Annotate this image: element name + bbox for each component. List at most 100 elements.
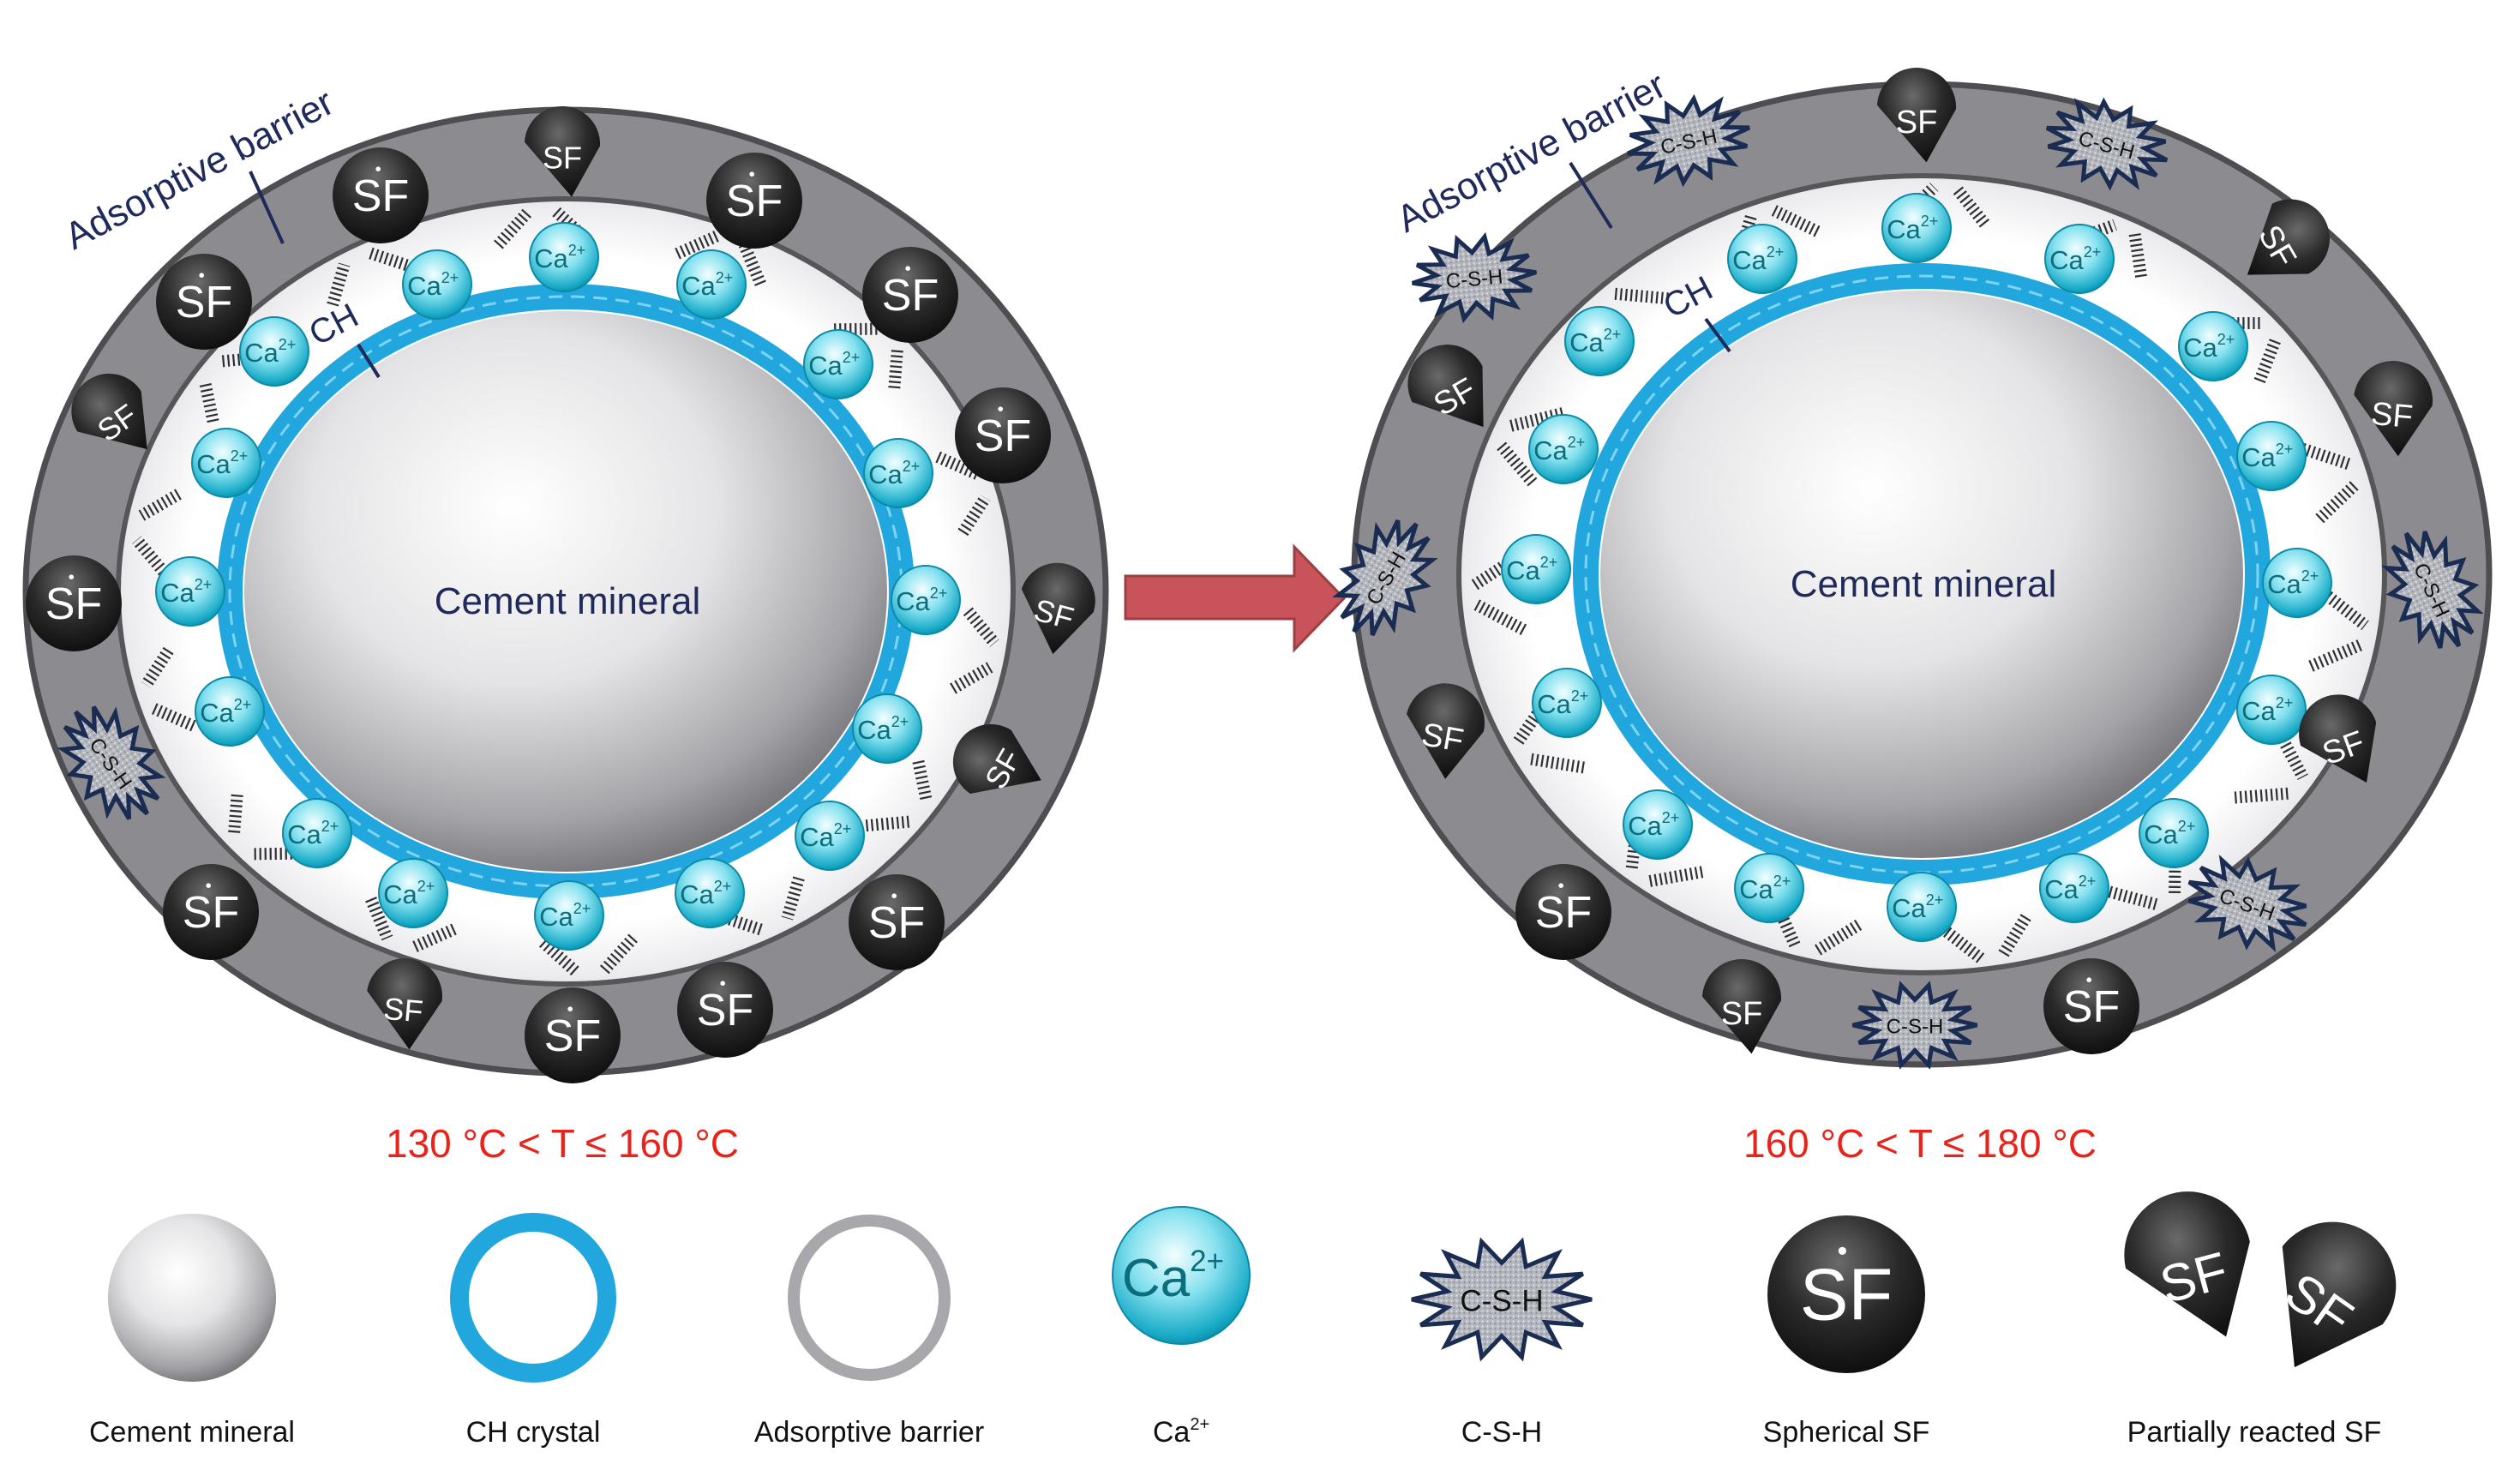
right-ca-ion-14-label-base: Ca bbox=[1892, 893, 1926, 923]
left-sf-sphere-6-label: SF bbox=[183, 888, 239, 938]
right-ca-ion-12: Ca2+ bbox=[2139, 799, 2208, 867]
left-ca-ion-0-label-sup: 2+ bbox=[441, 269, 459, 286]
left-sf-sphere-0: SF bbox=[333, 147, 429, 243]
right-ca-ion-1: Ca2+ bbox=[1882, 194, 1951, 262]
right-ca-ion-3-label-base: Ca bbox=[1569, 327, 1604, 357]
left-ca-ion-4: Ca2+ bbox=[804, 330, 873, 399]
left-sf-sphere-8-label: SF bbox=[544, 1011, 601, 1061]
right-sf-partial-3-label: SF bbox=[2369, 396, 2414, 435]
left-sf-sphere-3: SF bbox=[862, 247, 958, 343]
legend-spherical-sf-icon: SF bbox=[1767, 1215, 1925, 1373]
right-ca-ion-12-label-sup: 2+ bbox=[2178, 818, 2196, 835]
right-sf-sphere-0-label: SF bbox=[1535, 888, 1592, 938]
left-ca-ion-13: Ca2+ bbox=[379, 859, 447, 927]
legend-adsorptive-barrier-label: Adsorptive barrier bbox=[754, 1416, 984, 1449]
left-ca-ion-12-label-sup: 2+ bbox=[834, 820, 852, 837]
left-ca-ion-3-label-sup: 2+ bbox=[279, 336, 297, 353]
right-panel: Cement mineral Ca2+Ca2+Ca2+Ca2+Ca2+Ca2+C… bbox=[1320, 64, 2495, 1166]
left-sf-sphere-7: SF bbox=[849, 874, 945, 970]
legend-cement-mineral-label: Cement mineral bbox=[89, 1416, 295, 1449]
right-sf-sphere-0: SF bbox=[1515, 864, 1611, 960]
right-ca-ion-5-label-base: Ca bbox=[1533, 435, 1568, 465]
left-ca-ion-6-label-sup: 2+ bbox=[903, 458, 921, 475]
legend-ca-ion: Ca2+ bbox=[1113, 1207, 1250, 1344]
right-ca-ion-7: Ca2+ bbox=[1502, 535, 1570, 603]
right-ca-ion-6-label-sup: 2+ bbox=[2276, 441, 2294, 458]
right-ca-ion-13-label-base: Ca bbox=[1739, 874, 1773, 904]
right-ca-ion-7-label-sup: 2+ bbox=[1540, 554, 1558, 571]
left-ca-ion-3: Ca2+ bbox=[240, 317, 309, 386]
legend-csh-icon: C-S-H bbox=[1412, 1242, 1592, 1357]
legend-partially-reacted-sf-label: Partially reacted SF bbox=[2127, 1416, 2382, 1449]
left-ca-ion-15-label-base: Ca bbox=[680, 879, 714, 909]
left-ca-ion-14: Ca2+ bbox=[535, 881, 603, 950]
right-csh-2-label: C-S-H bbox=[1445, 265, 1504, 293]
right-csh-6-label: C-S-H bbox=[1887, 1015, 1944, 1038]
right-sf-sphere-1-label: SF bbox=[2063, 982, 2120, 1032]
right-ca-ion-11: Ca2+ bbox=[1623, 790, 1692, 859]
legend-csh: C-S-H bbox=[1412, 1242, 1592, 1357]
left-sf-partial-0-label: SF bbox=[543, 141, 582, 176]
right-ca-ion-9-label-base: Ca bbox=[1537, 689, 1571, 719]
right-ca-ion-11-label-base: Ca bbox=[1628, 811, 1662, 841]
right-ca-ion-3-label-sup: 2+ bbox=[1604, 326, 1622, 343]
left-ca-ion-14-label-base: Ca bbox=[539, 902, 573, 932]
left-ca-ion-11: Ca2+ bbox=[283, 799, 351, 867]
legend-sf-sphere-label: SF bbox=[1800, 1254, 1893, 1335]
left-ca-ion-7-label-base: Ca bbox=[160, 578, 195, 608]
right-ca-ion-0: Ca2+ bbox=[1728, 225, 1797, 293]
right-ca-ion-4: Ca2+ bbox=[2179, 312, 2247, 381]
left-sf-sphere-9: SF bbox=[677, 962, 773, 1058]
legend-ca-ion-label-base: Ca bbox=[1122, 1249, 1191, 1308]
left-sf-sphere-3-label: SF bbox=[882, 271, 939, 321]
left-sf-sphere-0-label: SF bbox=[352, 171, 409, 221]
right-ca-ion-2-label-base: Ca bbox=[2049, 245, 2084, 275]
left-ca-ion-8-label-sup: 2+ bbox=[930, 585, 948, 602]
left-core-label: Cement mineral bbox=[435, 580, 701, 622]
left-sf-sphere-1-label: SF bbox=[726, 177, 783, 226]
left-ca-ion-1: Ca2+ bbox=[530, 223, 598, 291]
legend-ch-crystal-label: CH crystal bbox=[466, 1416, 601, 1449]
left-sf-sphere-2-label: SF bbox=[176, 278, 232, 327]
left-ca-ion-2: Ca2+ bbox=[677, 250, 746, 319]
left-ca-ion-15-label-sup: 2+ bbox=[714, 878, 732, 895]
left-ca-ion-10-label-base: Ca bbox=[857, 715, 891, 745]
left-sf-partial-4-label: SF bbox=[382, 991, 424, 1029]
left-ca-ion-5: Ca2+ bbox=[192, 429, 261, 497]
transition-arrow bbox=[1125, 547, 1344, 650]
right-ca-ion-14: Ca2+ bbox=[1887, 873, 1956, 941]
left-ca-ion-13-label-base: Ca bbox=[383, 879, 417, 909]
left-panel: Cement mineral Ca2+Ca2+Ca2+Ca2+Ca2+Ca2+C… bbox=[26, 81, 1106, 1166]
right-ca-ion-15-label-sup: 2+ bbox=[2079, 873, 2097, 890]
legend-ca-ion-label-sup: 2+ bbox=[1190, 1245, 1224, 1278]
legend-sf-sphere: SF bbox=[1767, 1215, 1925, 1373]
left-ca-ion-13-label-sup: 2+ bbox=[417, 878, 435, 895]
left-ca-ion-7: Ca2+ bbox=[156, 557, 225, 626]
legend-csh-label: C-S-H bbox=[1460, 1284, 1543, 1317]
left-sf-sphere-4-label: SF bbox=[975, 411, 1031, 461]
left-sf-sphere-6: SF bbox=[163, 864, 259, 960]
left-ca-ion-9-label-base: Ca bbox=[200, 698, 234, 728]
right-ca-ion-5-label-sup: 2+ bbox=[1568, 434, 1586, 451]
left-ca-ion-5-label-sup: 2+ bbox=[231, 447, 249, 465]
legend-sf-partial-left: SF bbox=[2110, 1178, 2272, 1358]
left-ca-ion-8-label-base: Ca bbox=[896, 586, 930, 616]
left-ca-ion-9-label-sup: 2+ bbox=[234, 696, 252, 713]
left-condition-label: 130 °C < T ≤ 160 °C bbox=[386, 1121, 739, 1166]
left-ca-ion-10: Ca2+ bbox=[853, 694, 921, 763]
legend-ca-caption: Ca2+ bbox=[1153, 1415, 1209, 1449]
legend-ca-icon: Ca2+ bbox=[1113, 1207, 1250, 1344]
left-ca-ion-0-label-base: Ca bbox=[407, 271, 441, 301]
right-ca-ion-7-label-base: Ca bbox=[1506, 555, 1540, 585]
left-sf-sphere-1: SF bbox=[706, 153, 802, 249]
left-ca-ion-14-label-sup: 2+ bbox=[573, 900, 591, 917]
legend-cement-mineral-icon bbox=[108, 1214, 276, 1382]
right-core-label: Cement mineral bbox=[1791, 563, 2057, 605]
right-ca-ion-13-label-sup: 2+ bbox=[1773, 873, 1791, 890]
left-ca-ion-3-label-base: Ca bbox=[244, 338, 279, 368]
left-ca-ion-15: Ca2+ bbox=[675, 859, 744, 927]
left-ca-ion-0: Ca2+ bbox=[403, 250, 471, 319]
right-ca-ion-0-label-base: Ca bbox=[1732, 245, 1767, 275]
